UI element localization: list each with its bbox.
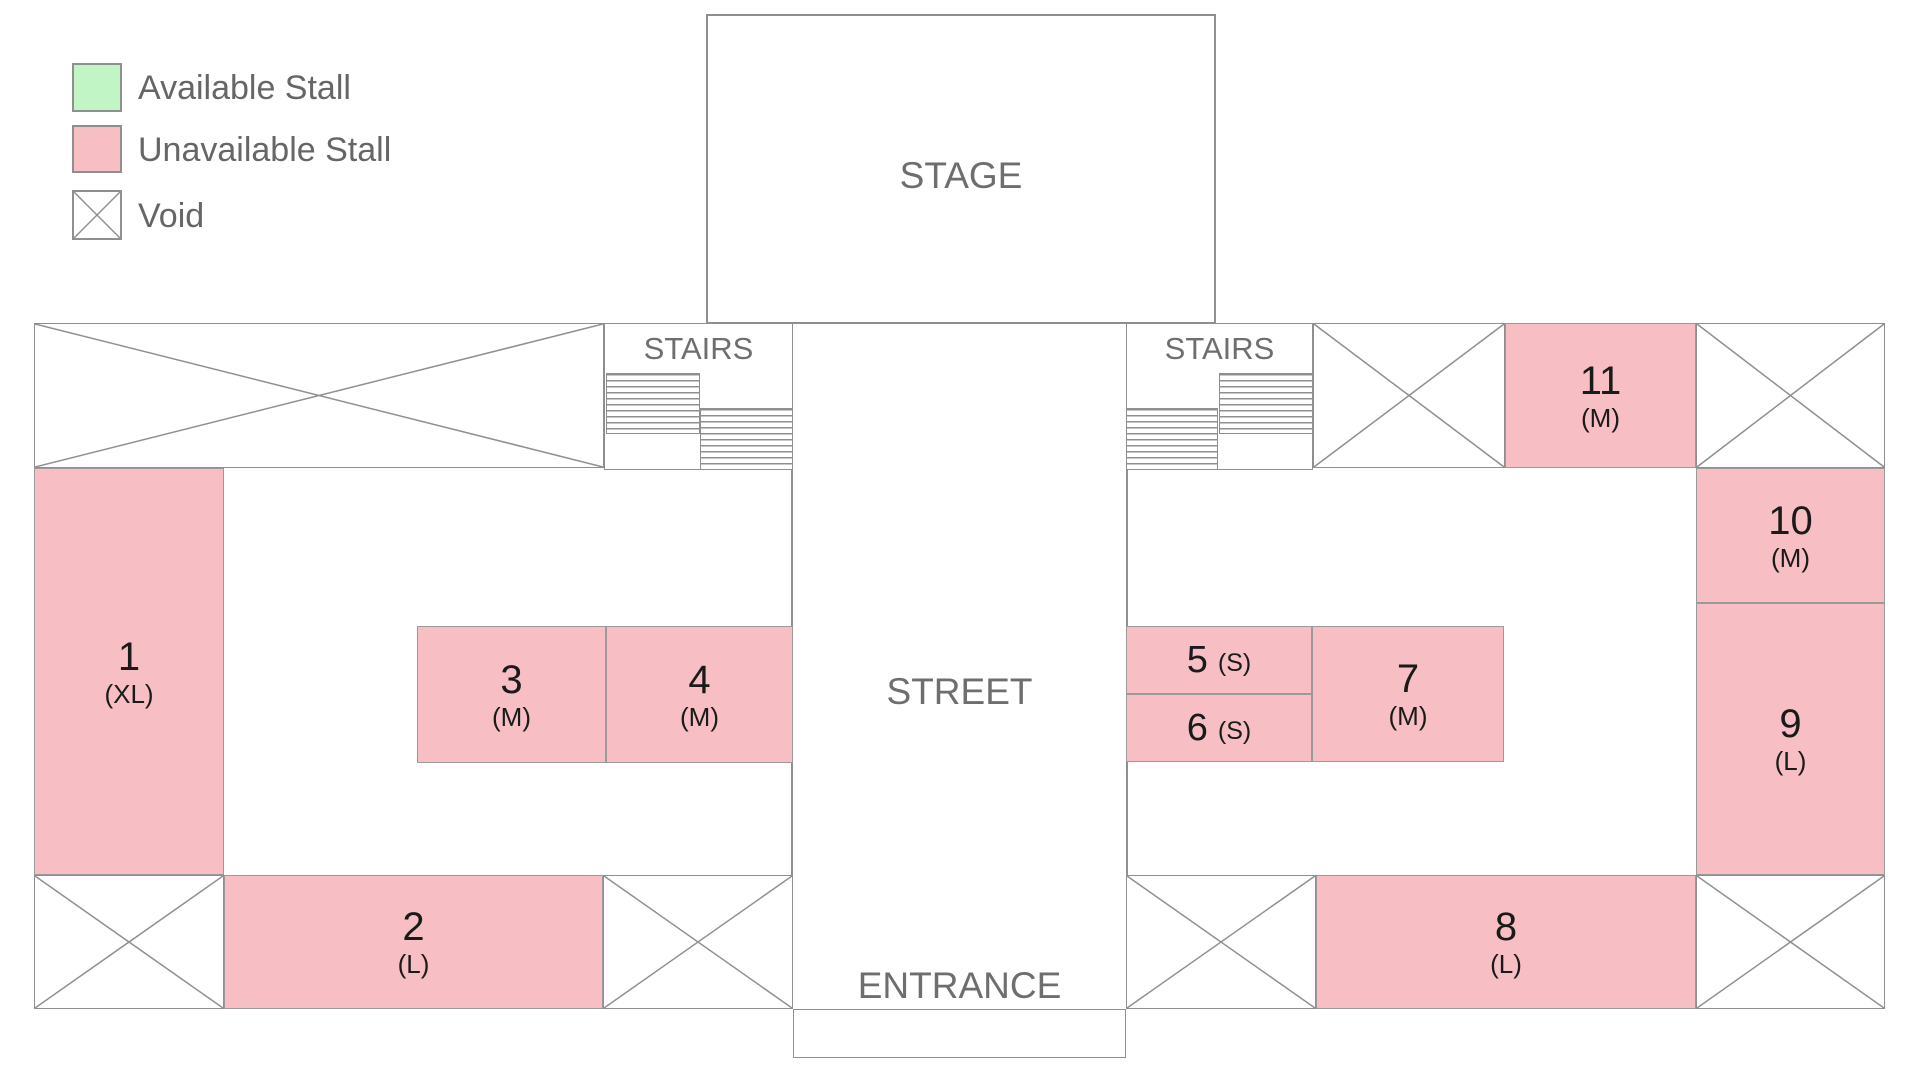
stairs-left-label: STAIRS — [643, 331, 754, 366]
stall-11[interactable]: 11 (M) — [1505, 323, 1696, 468]
stall-size: (M) — [680, 701, 719, 732]
stall-6[interactable]: 6 (S) — [1126, 694, 1312, 762]
stage-area: STAGE — [706, 14, 1216, 324]
stall-size: (L) — [1774, 746, 1807, 776]
stall-number: 1 — [117, 634, 141, 679]
x-cross-icon — [604, 876, 792, 1008]
stage-label: STAGE — [899, 155, 1023, 196]
stall-size: (M) — [1771, 542, 1810, 573]
stairs-steps-icon — [1219, 373, 1313, 434]
void-box — [1313, 323, 1505, 468]
stall-size: (L) — [1490, 949, 1522, 979]
stall-5[interactable]: 5 (S) — [1126, 626, 1312, 694]
stairs-right-label: STAIRS — [1164, 331, 1275, 366]
stall-number: 9 — [1779, 702, 1802, 746]
available-stall-swatch — [72, 63, 122, 112]
x-cross-icon — [1697, 876, 1884, 1008]
stall-size: (M) — [1581, 402, 1620, 433]
stall-size: (L) — [397, 949, 430, 979]
entrance-label: ENTRANCE — [857, 965, 1062, 1006]
stall-number: 3 — [500, 657, 523, 702]
void-box — [1696, 875, 1885, 1009]
x-cross-icon — [1697, 324, 1884, 467]
void-box — [603, 875, 793, 1009]
x-cross-icon — [35, 876, 223, 1008]
x-cross-icon — [74, 192, 120, 238]
legend-label-unavailable: Unavailable Stall — [138, 131, 392, 169]
void-box — [1696, 323, 1885, 468]
x-cross-icon — [35, 324, 603, 467]
stall-9[interactable]: 9 (L) — [1696, 603, 1885, 875]
void-swatch — [72, 190, 122, 240]
x-cross-icon — [1127, 876, 1315, 1008]
stall-size: (S) — [1217, 717, 1252, 745]
stall-10[interactable]: 10 (M) — [1696, 468, 1885, 603]
stall-8[interactable]: 8 (L) — [1316, 875, 1696, 1009]
stall-number: 6 — [1186, 707, 1208, 749]
street-label: STREET — [886, 671, 1033, 712]
void-box — [34, 875, 224, 1009]
stall-7[interactable]: 7 (M) — [1312, 626, 1504, 762]
legend-label-available: Available Stall — [138, 69, 351, 107]
stall-3[interactable]: 3 (M) — [417, 626, 606, 763]
stall-size: (XL) — [104, 678, 154, 709]
stall-2[interactable]: 2 (L) — [224, 875, 603, 1009]
stall-size: (M) — [492, 701, 531, 732]
stall-number: 11 — [1579, 358, 1622, 403]
stall-number: 8 — [1494, 905, 1518, 949]
stall-number: 4 — [688, 657, 711, 702]
void-box — [34, 323, 604, 468]
stairs-steps-icon — [700, 408, 793, 470]
stall-size: (S) — [1217, 649, 1252, 677]
stall-number: 10 — [1768, 498, 1813, 543]
entrance-box — [793, 1009, 1126, 1058]
stairs-steps-icon — [606, 373, 700, 434]
stall-4[interactable]: 4 (M) — [606, 626, 793, 763]
x-cross-icon — [1314, 324, 1504, 467]
stairs-steps-icon — [1126, 408, 1218, 470]
stall-1[interactable]: 1 (XL) — [34, 468, 224, 875]
stall-number: 2 — [402, 905, 425, 949]
stall-number: 5 — [1186, 639, 1208, 681]
void-box — [1126, 875, 1316, 1009]
legend-label-void: Void — [138, 197, 205, 235]
stall-size: (M) — [1388, 701, 1428, 731]
unavailable-stall-swatch — [72, 125, 122, 173]
stall-number: 7 — [1396, 657, 1420, 701]
